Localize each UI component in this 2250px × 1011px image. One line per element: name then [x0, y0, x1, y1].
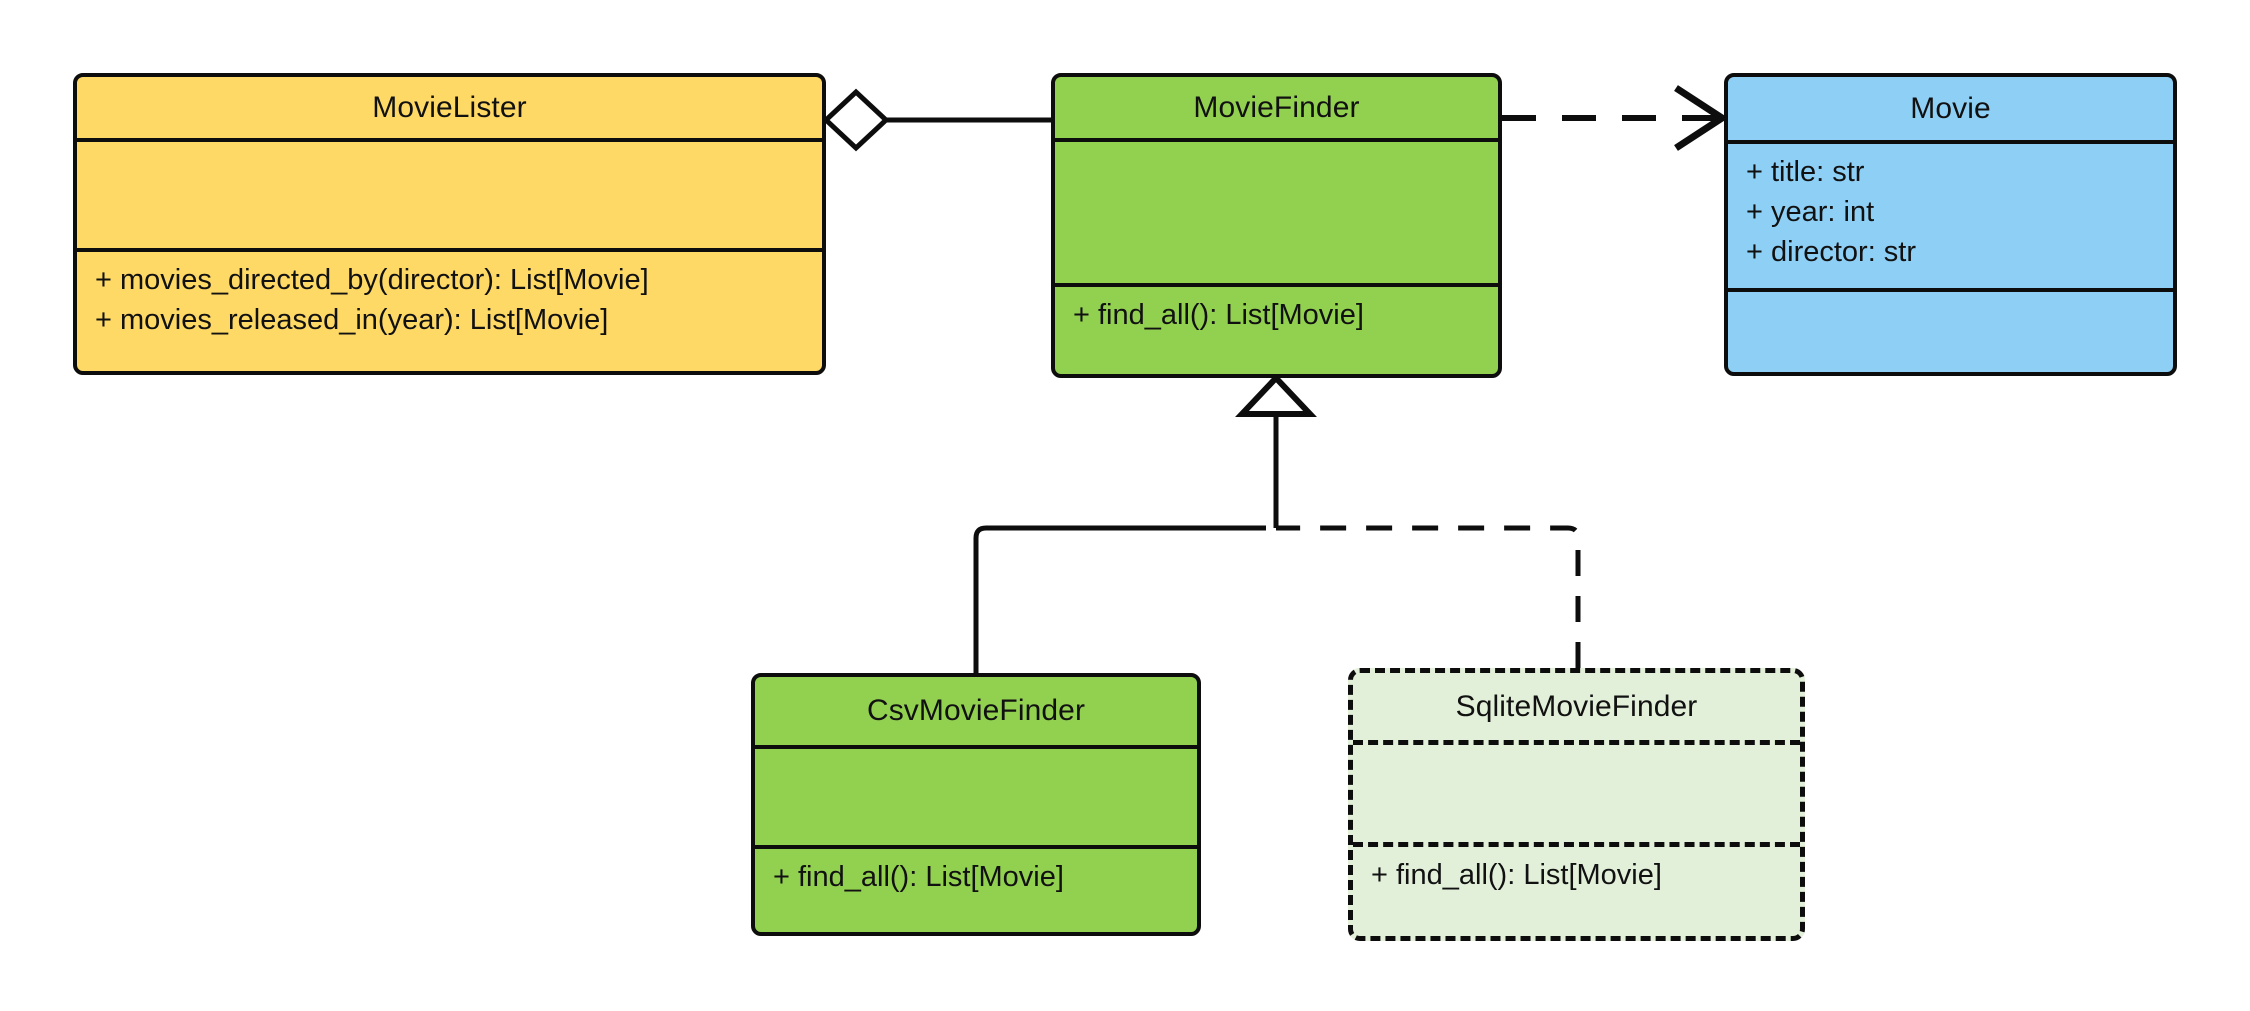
operation-row: + movies_released_in(year): List[Movie] — [95, 304, 609, 336]
edge-aggregation-lister-finder[interactable] — [822, 88, 1051, 152]
class-operations-movie — [1728, 292, 2173, 372]
class-name-movie-lister: MovieLister — [77, 77, 822, 142]
inheritance-triangle-group — [1235, 373, 1317, 528]
hollow-triangle-icon — [1235, 373, 1317, 417]
class-name-sqlite-movie-finder: SqliteMovieFinder — [1353, 673, 1800, 745]
class-name-csv-movie-finder: CsvMovieFinder — [755, 677, 1197, 749]
class-box-movie[interactable]: Movie + title: str + year: int + directo… — [1724, 73, 2177, 376]
class-box-movie-finder[interactable]: MovieFinder + find_all(): List[Movie] — [1051, 73, 1502, 378]
operation-row: + find_all(): List[Movie] — [1073, 299, 1364, 331]
edge-generalization-sqlite-finder[interactable] — [1276, 525, 1581, 668]
hollow-diamond-icon — [822, 88, 890, 152]
class-operations-movie-lister: + movies_directed_by(director): List[Mov… — [77, 252, 822, 371]
attribute-row: + title: str — [1746, 156, 1865, 188]
class-attributes-csv-movie-finder — [755, 749, 1197, 849]
class-attributes-sqlite-movie-finder — [1353, 745, 1800, 847]
attribute-row: + director: str — [1746, 236, 1917, 268]
class-operations-sqlite-movie-finder: + find_all(): List[Movie] — [1353, 847, 1800, 936]
edge-dependency-finder-movie[interactable] — [1502, 85, 1729, 151]
class-name-movie-finder: MovieFinder — [1055, 77, 1498, 142]
class-box-movie-lister[interactable]: MovieLister + movies_directed_by(directo… — [73, 73, 826, 375]
generalization-dashed-path — [1276, 525, 1581, 668]
class-attributes-movie-lister — [77, 142, 822, 252]
operation-row: + movies_directed_by(director): List[Mov… — [95, 264, 649, 296]
class-box-sqlite-movie-finder[interactable]: SqliteMovieFinder + find_all(): List[Mov… — [1348, 668, 1805, 941]
operation-row: + find_all(): List[Movie] — [1371, 859, 1662, 891]
class-box-csv-movie-finder[interactable]: CsvMovieFinder + find_all(): List[Movie] — [751, 673, 1201, 936]
generalization-solid-path — [973, 525, 1266, 673]
class-operations-movie-finder: + find_all(): List[Movie] — [1055, 287, 1498, 374]
class-attributes-movie: + title: str + year: int + director: str — [1728, 144, 2173, 292]
operation-row: + find_all(): List[Movie] — [773, 861, 1064, 893]
open-arrow-icon — [1674, 85, 1729, 151]
class-operations-csv-movie-finder: + find_all(): List[Movie] — [755, 849, 1197, 932]
attribute-row: + year: int — [1746, 196, 1875, 228]
class-attributes-movie-finder — [1055, 142, 1498, 287]
class-name-movie: Movie — [1728, 77, 2173, 144]
edge-generalization-csv-finder[interactable] — [973, 525, 1266, 673]
